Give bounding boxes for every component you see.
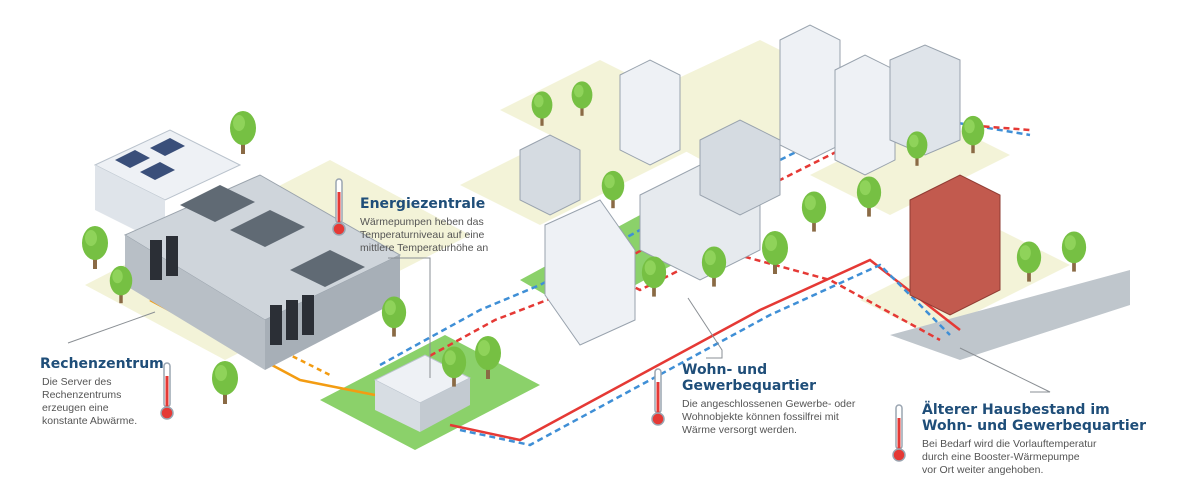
thermometer-icon	[160, 362, 174, 422]
server-rack-icon	[150, 236, 314, 345]
label-energiezentrale: Energiezentrale Wärmepumpen heben das Te…	[360, 196, 560, 255]
energiezentrale-text: Wärmepumpen heben das Temperaturniveau a…	[360, 216, 489, 254]
energiezentrale-title: Energiezentrale	[360, 196, 486, 212]
cold-return-pipe	[459, 263, 951, 447]
rechenzentrum-title: Rechenzentrum	[40, 356, 164, 372]
label-rechenzentrum: Rechenzentrum Die Server des Rechenzentr…	[40, 356, 180, 428]
label-wohnquartier: Wohn- und Gewerbequartier Die angeschlos…	[682, 362, 882, 437]
leader-lines	[67, 257, 1051, 393]
thermometer-icon	[332, 178, 346, 238]
hausbestand-text: Bei Bedarf wird die Vorlauftemperatur du…	[922, 438, 1097, 476]
solar-panel-icon	[115, 138, 185, 180]
wohnquartier-title: Wohn- und Gewerbequartier	[682, 362, 817, 394]
residential-buildings	[519, 24, 1001, 346]
rechenzentrum-text: Die Server des Rechenzentrums erzeugen e…	[42, 376, 138, 427]
thermometer-icon	[651, 368, 665, 428]
label-hausbestand: Älterer Hausbestand im Wohn- und Gewerbe…	[922, 402, 1152, 477]
cooling-fan-icon	[180, 185, 365, 287]
hot-supply-pipe	[394, 118, 1031, 377]
thermometer-icon	[892, 404, 906, 464]
data-center-building	[93, 129, 402, 370]
wohnquartier-text: Die angeschlossenen Gewerbe- oder Wohnob…	[682, 398, 856, 436]
hausbestand-title: Älterer Hausbestand im Wohn- und Gewerbe…	[922, 402, 1147, 434]
